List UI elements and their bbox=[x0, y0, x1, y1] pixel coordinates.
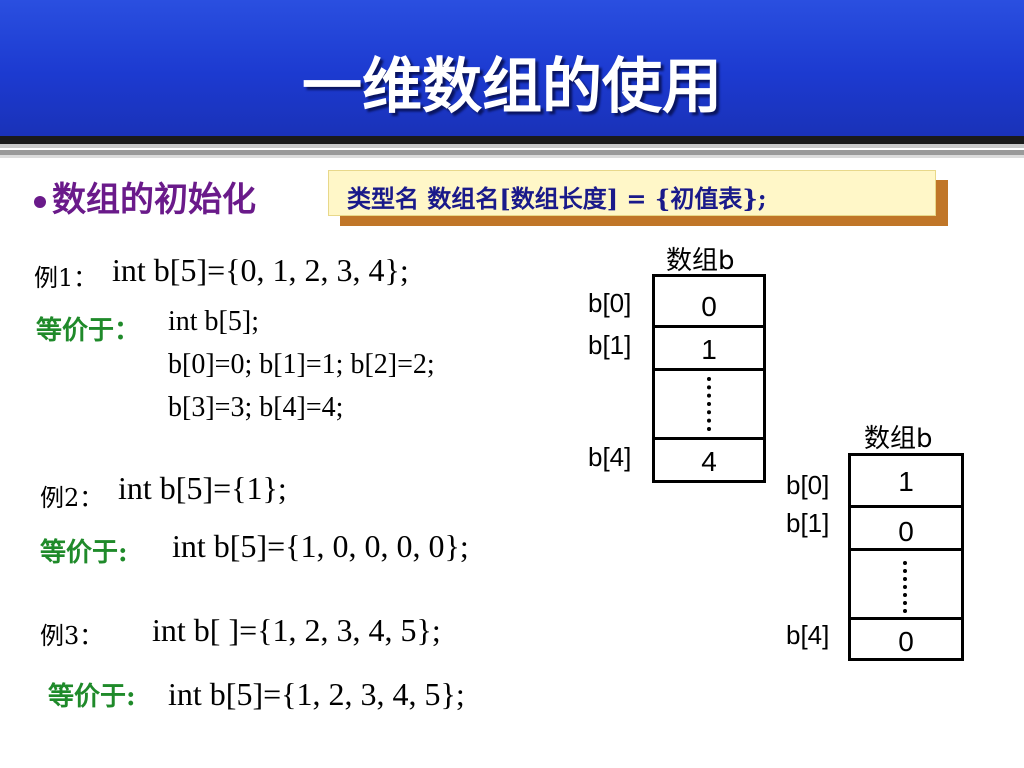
array-1-index: b[4] bbox=[588, 442, 632, 472]
header-rule bbox=[0, 136, 1024, 144]
slide-title: 一维数组的使用 bbox=[302, 52, 722, 122]
syntax-box: 类型名 数组名[数组长度] = {初值表}; bbox=[328, 170, 936, 216]
array-1-index: b[0] bbox=[588, 288, 632, 318]
array-2-cell-value: 1 bbox=[898, 466, 914, 497]
example-1-equiv-label: 等价于： bbox=[36, 316, 141, 346]
array-2-cell: 0 bbox=[848, 505, 964, 551]
example-1-code: int b[5]={0, 1, 2, 3, 4}; bbox=[112, 252, 409, 288]
example-3-code: int b[ ]={1, 2, 3, 4, 5}; bbox=[152, 612, 441, 648]
array-1-cell: 1 bbox=[652, 325, 766, 371]
array-2-cell: 0 bbox=[848, 617, 964, 661]
example-2-equiv-line: int b[5]={1, 0, 0, 0, 0}; bbox=[172, 528, 469, 564]
array-1-cell: 0 bbox=[652, 274, 766, 328]
ellipsis-dots-icon bbox=[707, 377, 711, 431]
header-rule bbox=[0, 150, 1024, 155]
array-1-cell bbox=[652, 368, 766, 440]
bullet-heading: 数组的初始化 bbox=[34, 172, 256, 221]
ellipsis-dots-icon bbox=[903, 561, 907, 613]
array-1-cell-value: 1 bbox=[701, 334, 717, 365]
array-1-index: b[1] bbox=[588, 330, 632, 360]
example-3-equiv-label: 等价于: bbox=[48, 682, 136, 712]
array-2-index: b[0] bbox=[786, 470, 830, 500]
array-1-cell-value: 4 bbox=[701, 446, 717, 477]
array-2-cell-value: 0 bbox=[898, 626, 914, 657]
bullet-text: 数组的初始化 bbox=[52, 180, 256, 220]
array-1-cell: 4 bbox=[652, 437, 766, 483]
example-1-equiv-line: b[3]=3; b[4]=4; bbox=[168, 392, 344, 423]
example-3-equiv-line: int b[5]={1, 2, 3, 4, 5}; bbox=[168, 676, 465, 712]
array-2-cell bbox=[848, 548, 964, 620]
array-1-cell-value: 0 bbox=[701, 291, 717, 322]
array-2-cell-value: 0 bbox=[898, 516, 914, 547]
array-2-title: 数组b bbox=[864, 424, 933, 454]
syntax-text: 类型名 数组名[数组长度] = {初值表}; bbox=[347, 184, 767, 213]
example-3-label: 例3： bbox=[40, 622, 104, 650]
array-2-index: b[1] bbox=[786, 508, 830, 538]
array-1-title: 数组b bbox=[666, 246, 735, 276]
example-2-code: int b[5]={1}; bbox=[118, 470, 287, 506]
title-bar bbox=[0, 0, 1024, 136]
example-1-label: 例1： bbox=[34, 264, 98, 292]
array-2-cell: 1 bbox=[848, 453, 964, 508]
example-2-equiv-label: 等价于: bbox=[40, 538, 128, 568]
example-1-equiv-line: b[0]=0; b[1]=1; b[2]=2; bbox=[168, 349, 435, 380]
header-rule bbox=[0, 144, 1024, 148]
example-1-equiv-line: int b[5]; bbox=[168, 306, 259, 337]
example-2-label: 例2： bbox=[40, 484, 104, 512]
bullet-dot-icon bbox=[34, 195, 46, 208]
header-rule bbox=[0, 155, 1024, 158]
array-2-index: b[4] bbox=[786, 620, 830, 650]
